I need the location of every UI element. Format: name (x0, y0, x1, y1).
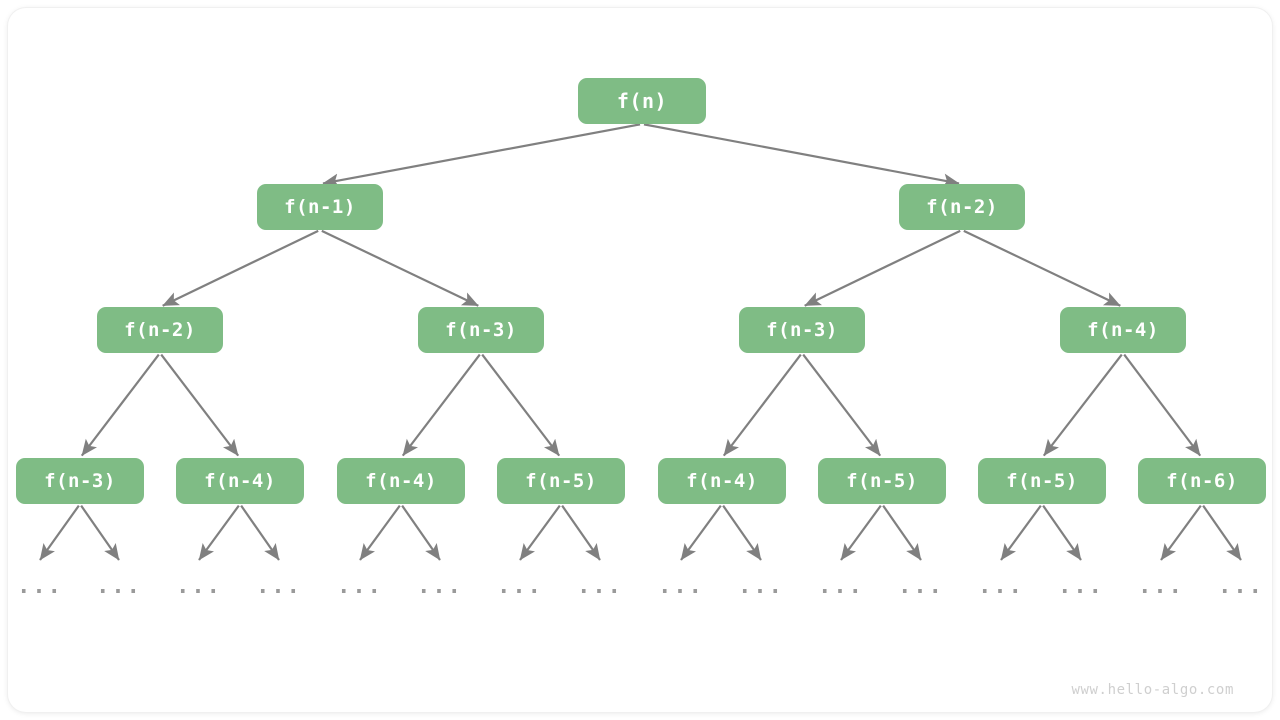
tree-node-n13: f(n-5) (978, 458, 1106, 504)
tree-node-n8: f(n-4) (176, 458, 304, 504)
ellipsis-marker: ... (577, 574, 623, 599)
ellipsis-marker: ... (176, 574, 222, 599)
leaf-stub-10 (840, 504, 882, 561)
ellipsis-marker: ... (256, 574, 302, 599)
tree-node-n14: f(n-6) (1138, 458, 1266, 504)
ellipsis-marker: ... (738, 574, 784, 599)
leaf-stub-5 (401, 505, 441, 561)
ellipsis-marker: ... (17, 574, 63, 599)
leaf-stub-12 (1000, 504, 1042, 561)
edge-n6-n13 (1042, 353, 1123, 457)
edge-n2-n6 (963, 229, 1121, 307)
leaf-stub-7 (561, 505, 601, 561)
ellipsis-marker: ... (658, 574, 704, 599)
edge-n6-n14 (1123, 353, 1202, 457)
ellipsis-marker: ... (898, 574, 944, 599)
leaf-stub-0 (39, 504, 80, 561)
ellipsis-marker: ... (417, 574, 463, 599)
edge-n3-n8 (160, 353, 240, 457)
ellipsis-marker: ... (1138, 574, 1184, 599)
edge-n4-n10 (481, 353, 561, 457)
leaf-stub-6 (519, 504, 561, 561)
tree-node-n5: f(n-3) (739, 307, 865, 353)
ellipsis-marker: ... (497, 574, 543, 599)
edge-n0-n1 (322, 123, 641, 188)
tree-node-n7: f(n-3) (16, 458, 144, 504)
ellipsis-marker: ... (1058, 574, 1104, 599)
leaf-stub-15 (1202, 505, 1242, 561)
edge-n1-n3 (162, 229, 319, 307)
leaf-stub-14 (1160, 504, 1202, 561)
edge-n5-n12 (802, 353, 882, 457)
ellipsis-marker: ... (978, 574, 1024, 599)
leaf-stub-11 (882, 505, 922, 561)
tree-node-n2: f(n-2) (899, 184, 1025, 230)
edge-n3-n7 (80, 353, 160, 457)
tree-node-n9: f(n-4) (337, 458, 465, 504)
tree-node-n3: f(n-2) (97, 307, 223, 353)
tree-edges (80, 123, 1202, 457)
leaf-stub-13 (1042, 505, 1082, 561)
edge-n4-n9 (401, 353, 481, 457)
leaf-stub-edges (39, 504, 1242, 561)
tree-node-n1: f(n-1) (257, 184, 383, 230)
edge-n0-n2 (643, 123, 960, 188)
leaf-stub-1 (80, 505, 120, 561)
tree-node-n10: f(n-5) (497, 458, 625, 504)
leaf-stub-4 (359, 504, 401, 561)
ellipsis-marker: ... (337, 574, 383, 599)
tree-node-n12: f(n-5) (818, 458, 946, 504)
leaf-stub-3 (240, 505, 280, 561)
edge-n5-n11 (722, 353, 802, 457)
edge-n1-n4 (321, 229, 479, 307)
leaf-stub-9 (722, 505, 762, 561)
watermark: www.hello-algo.com (1071, 682, 1234, 698)
ellipsis-marker: ... (818, 574, 864, 599)
leaf-stub-8 (680, 504, 722, 561)
tree-node-n0: f(n) (578, 78, 706, 124)
leaf-stub-2 (198, 504, 240, 561)
tree-node-n11: f(n-4) (658, 458, 786, 504)
ellipsis-marker: ... (96, 574, 142, 599)
tree-node-n4: f(n-3) (418, 307, 544, 353)
edge-n2-n5 (804, 229, 961, 307)
tree-node-n6: f(n-4) (1060, 307, 1186, 353)
ellipsis-marker: ... (1218, 574, 1264, 599)
